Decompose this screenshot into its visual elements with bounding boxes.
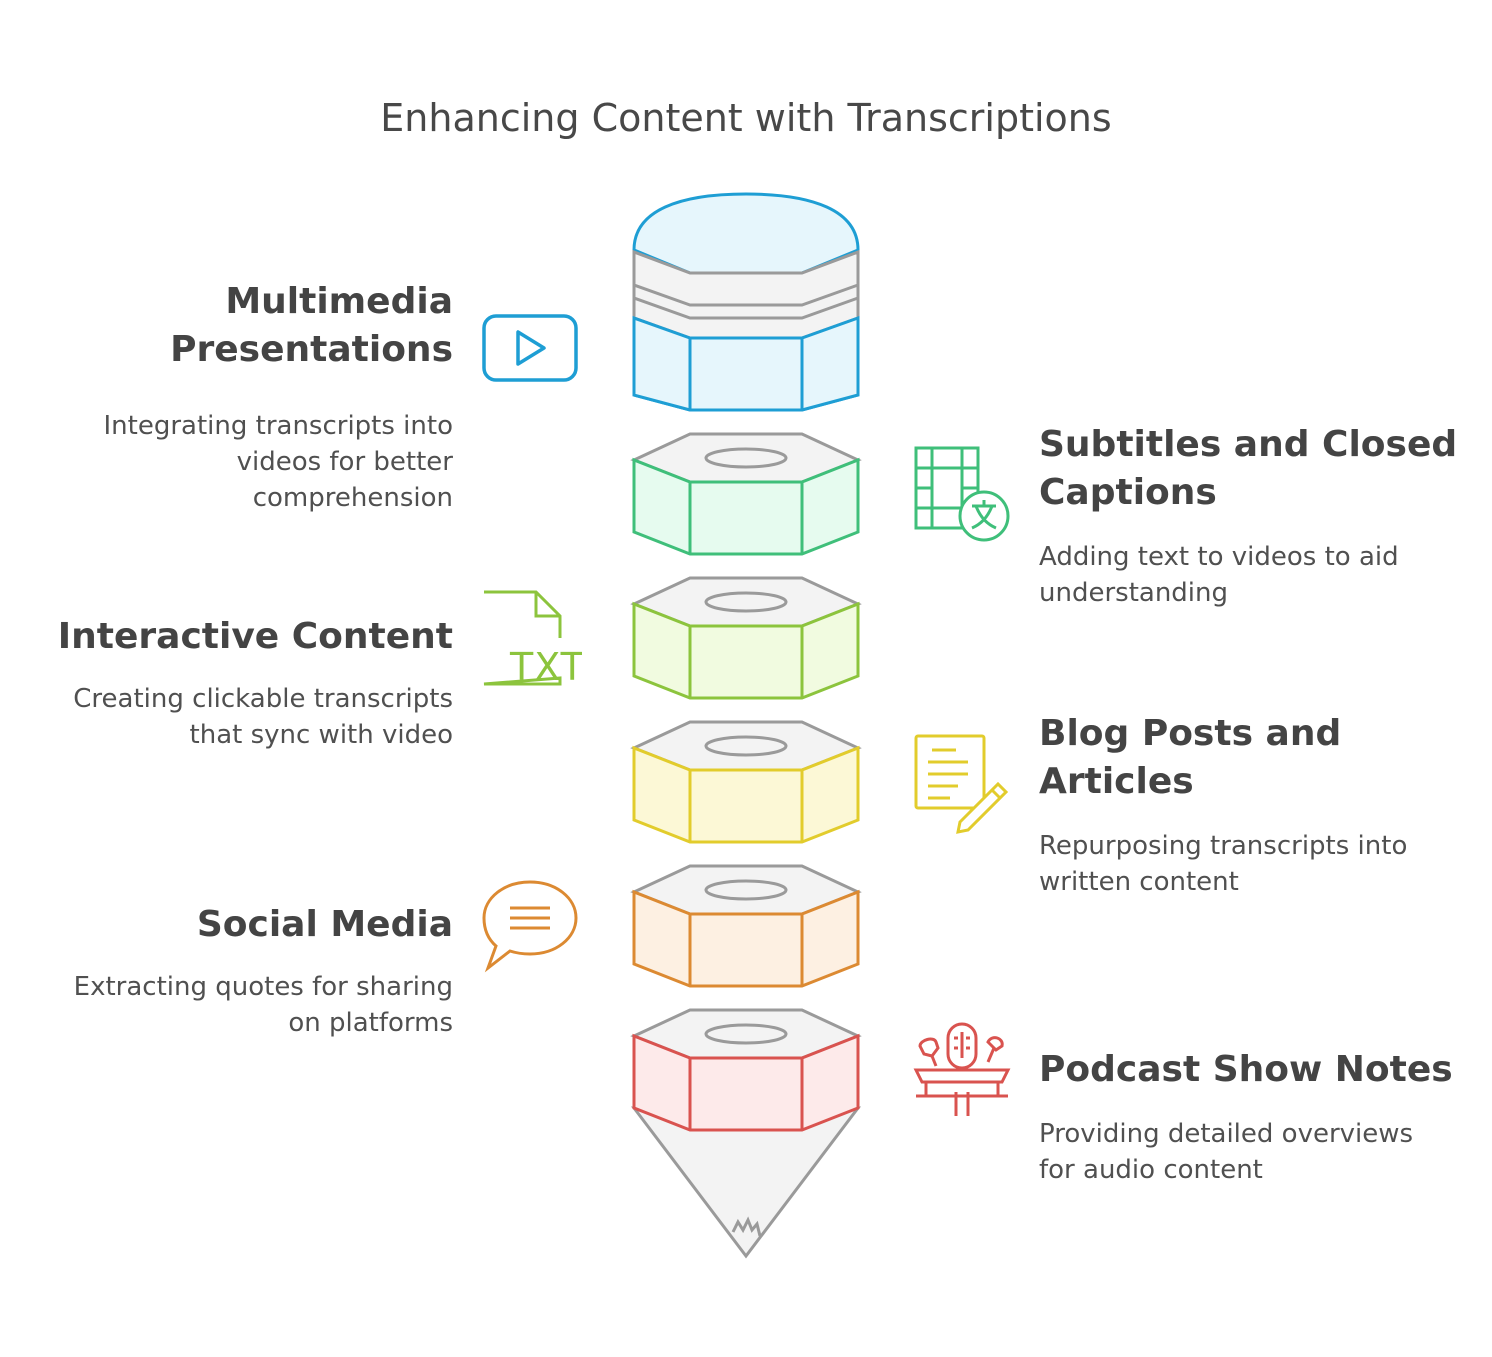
play-icon bbox=[482, 314, 578, 382]
diagram-title: Enhancing Content with Transcriptions bbox=[380, 96, 1112, 140]
stack-segment-podcast bbox=[630, 1008, 862, 1259]
stack-segment-interactive bbox=[630, 576, 862, 700]
item-social: Social Media Extracting quotes for shari… bbox=[74, 901, 453, 1041]
document-pencil-icon bbox=[914, 734, 1009, 834]
item-heading: Interactive Content bbox=[57, 616, 453, 657]
item-podcast: Podcast Show Notes Providing detailed ov… bbox=[1039, 1046, 1453, 1188]
item-heading: Podcast Show Notes bbox=[1039, 1049, 1453, 1090]
stack-segment-multimedia bbox=[632, 192, 860, 412]
item-interactive: Interactive Content Creating clickable t… bbox=[58, 613, 453, 753]
stack-segment-social bbox=[630, 864, 862, 988]
podcast-microphone-icon bbox=[913, 1022, 1011, 1116]
item-heading: Social Media bbox=[196, 904, 453, 945]
stack-segment-subtitles bbox=[630, 432, 862, 556]
svg-text:TXT: TXT bbox=[509, 645, 582, 689]
stack-segment-blog bbox=[630, 720, 862, 844]
speech-bubble-icon bbox=[482, 880, 578, 973]
pencil-stack bbox=[630, 192, 862, 1259]
txt-file-icon: TXT bbox=[483, 590, 582, 689]
film-translate-icon bbox=[914, 446, 1010, 542]
